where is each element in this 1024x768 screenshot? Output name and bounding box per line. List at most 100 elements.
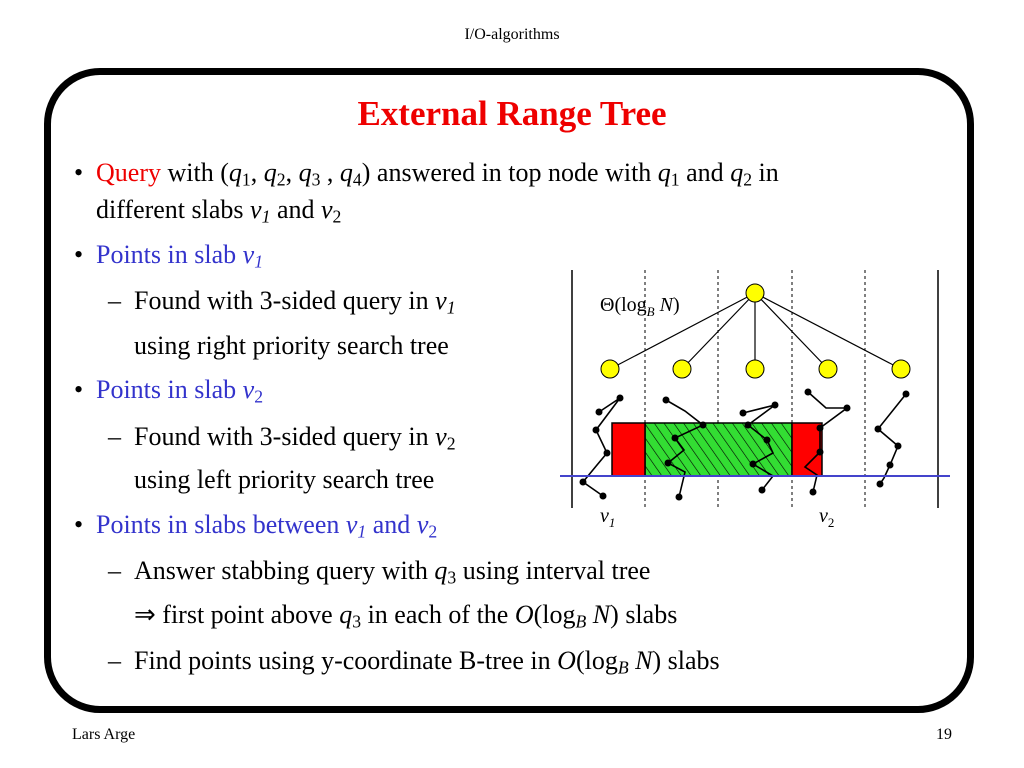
slab-v1-sub1: Found with 3-sided query in v1: [134, 286, 456, 318]
text: ,: [285, 158, 299, 187]
var: v: [345, 510, 358, 539]
text: in: [752, 158, 779, 187]
var: v: [819, 505, 828, 527]
text: ,: [320, 158, 340, 187]
sub: 2: [828, 515, 835, 530]
tree-child-node: [818, 359, 838, 379]
sub: 2: [743, 169, 753, 190]
bullet-dash: –: [108, 556, 121, 585]
sub: 2: [446, 433, 456, 454]
between-sub1: Answer stabbing query with q3 using inte…: [134, 556, 651, 588]
bullet-dot: •: [74, 158, 84, 187]
text: Θ(log: [600, 294, 647, 316]
text: and: [270, 195, 321, 224]
text: ,: [250, 158, 264, 187]
slide-title: External Range Tree: [357, 94, 667, 133]
text: different slabs: [96, 195, 251, 224]
text: ): [673, 294, 680, 316]
var: q: [339, 600, 353, 629]
sub: B: [575, 611, 587, 632]
text: slabs: [661, 646, 720, 675]
text: and: [679, 158, 731, 187]
query-region-v2: [791, 422, 823, 477]
tree-child-node: [745, 359, 765, 379]
slab-v1-heading: Points in slab v1: [96, 240, 264, 272]
slab-v2-sub2: using left priority search tree: [134, 465, 435, 494]
text: and: [366, 510, 417, 539]
var: N: [586, 600, 611, 629]
tree-child-node: [672, 359, 692, 379]
sub: 1: [261, 206, 271, 227]
tree-child-node: [891, 359, 911, 379]
sub: 3: [352, 611, 362, 632]
var: v: [435, 422, 447, 451]
sub: B: [617, 657, 629, 678]
var: q: [434, 556, 448, 585]
bullet-dot: •: [74, 510, 84, 539]
sub: 2: [428, 521, 438, 542]
sub: 1: [446, 297, 456, 318]
text: slabs: [618, 600, 678, 629]
sub: 1: [670, 169, 680, 190]
slab-v1-sub2: using right priority search tree: [134, 331, 449, 360]
var: v: [250, 195, 262, 224]
var: O: [514, 600, 534, 629]
query-line-1: Query with (q1, q2, q3 , q4) answered in…: [96, 158, 779, 190]
between-sub3: Find points using y-coordinate B-tree in…: [134, 646, 720, 678]
text: first point above: [155, 600, 340, 629]
var: q: [730, 158, 744, 187]
query-region-between: [644, 422, 793, 477]
sub: 2: [276, 169, 286, 190]
bullet-dash: –: [108, 286, 121, 315]
var: v: [600, 505, 609, 527]
between-sub2: ⇒ first point above q3 in each of the O(…: [134, 600, 678, 632]
var: q: [339, 158, 353, 187]
tree-child-node: [600, 359, 620, 379]
text: Points in slab: [96, 240, 243, 269]
text: Found with 3-sided query in: [134, 286, 436, 315]
sub: 2: [332, 206, 342, 227]
text: Find points using y-coordinate B-tree in: [134, 646, 558, 675]
sub: 1: [241, 169, 251, 190]
query-keyword: Query: [96, 158, 161, 187]
range-tree-diagram: Θ(logB N) v1 v2: [560, 270, 950, 530]
slab-v2-sub1: Found with 3-sided query in v2: [134, 422, 456, 454]
var: v: [416, 510, 429, 539]
var: q: [298, 158, 312, 187]
bullet-dash: –: [108, 422, 121, 451]
footer-page-number: 19: [936, 726, 952, 743]
implies-symbol: ⇒: [134, 600, 156, 629]
text: using interval tree: [456, 556, 651, 585]
sub: 4: [352, 169, 362, 190]
var: v: [435, 286, 447, 315]
query-region-v1: [611, 422, 646, 477]
sub: 1: [254, 251, 264, 272]
var: v: [320, 195, 333, 224]
sub: 1: [609, 515, 616, 530]
var: q: [263, 158, 277, 187]
var: v: [242, 375, 255, 404]
sub: 3: [447, 567, 457, 588]
var: q: [657, 158, 671, 187]
between-heading: Points in slabs between v1 and v2: [96, 510, 438, 542]
text: in each of the: [361, 600, 515, 629]
text: ): [652, 646, 662, 675]
sub: 3: [311, 169, 321, 190]
header-text: I/O-algorithms: [464, 26, 560, 43]
sub: 2: [254, 386, 264, 407]
query-line-2: different slabs v1 and v2: [96, 195, 342, 227]
footer-author: Lars Arge: [72, 726, 136, 743]
fanout-label: Θ(logB N): [600, 294, 680, 319]
text: ) answered in top node with: [361, 158, 658, 187]
var: N: [655, 294, 675, 316]
text: Found with 3-sided query in: [134, 422, 436, 451]
sub: B: [647, 304, 655, 319]
var: N: [628, 646, 653, 675]
text: with (: [160, 158, 229, 187]
tree-root-node: [745, 283, 765, 303]
slab-v2-heading: Points in slab v2: [96, 375, 264, 407]
var: v: [242, 240, 255, 269]
points: [579, 388, 910, 501]
slab-label-v1: v1: [600, 505, 615, 530]
var: O: [557, 646, 576, 675]
